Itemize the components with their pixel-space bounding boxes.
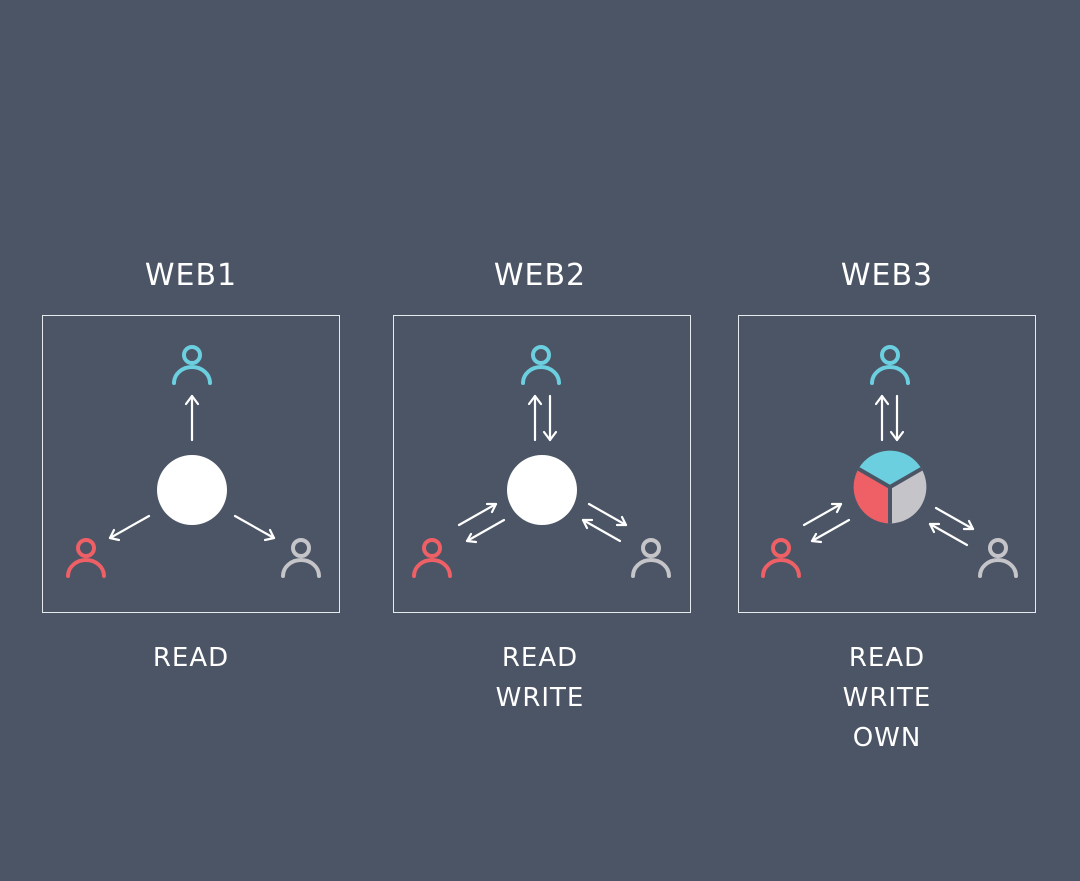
- gray-user-icon: [281, 538, 321, 578]
- server-node-circle: [507, 455, 577, 525]
- three-segment-pie-node: [853, 450, 927, 524]
- web2-captions: READ WRITE: [390, 638, 690, 718]
- web2-caption-read: READ: [501, 643, 579, 673]
- arrow-left-bidirectional-icon: [457, 502, 506, 544]
- gray-user-icon: [631, 538, 671, 578]
- arrow-right-bidirectional-icon: [928, 506, 975, 547]
- web3-title: WEB3: [840, 258, 934, 293]
- arrow-up-icon: [184, 394, 200, 442]
- red-user-icon: [412, 538, 452, 578]
- web3-caption-own: OWN: [852, 723, 922, 753]
- web1-captions: READ: [41, 638, 341, 678]
- arrow-down-right-icon: [233, 514, 276, 542]
- arrow-right-bidirectional-icon: [581, 502, 628, 543]
- pie-segment-teal: [858, 450, 922, 487]
- teal-user-icon: [172, 345, 212, 385]
- red-user-icon: [66, 538, 106, 578]
- teal-user-icon: [521, 345, 561, 385]
- red-user-icon: [761, 538, 801, 578]
- web3-diagram: [738, 315, 1036, 613]
- arrow-left-bidirectional-icon: [802, 502, 851, 544]
- web2-caption-write: WRITE: [495, 683, 585, 713]
- arrow-up-down-icon: [527, 394, 558, 442]
- arrow-down-left-icon: [108, 514, 151, 542]
- web3-captions: READ WRITE OWN: [737, 638, 1037, 758]
- web1-caption-read: READ: [152, 643, 230, 673]
- web1-diagram: [42, 315, 340, 613]
- pie-dividers: [857, 467, 923, 524]
- teal-user-icon: [870, 345, 910, 385]
- web2-diagram: [393, 315, 691, 613]
- web3-caption-read: READ: [848, 643, 926, 673]
- web3-caption-write: WRITE: [842, 683, 932, 713]
- arrow-up-down-icon: [874, 394, 905, 442]
- web1-title: WEB1: [144, 258, 238, 293]
- web2-diagram-svg: [412, 345, 671, 578]
- web3-diagram-svg: [761, 345, 1018, 578]
- gray-user-icon: [978, 538, 1018, 578]
- web2-title: WEB2: [493, 258, 587, 293]
- web1-diagram-svg: [66, 345, 321, 578]
- server-node-circle: [157, 455, 227, 525]
